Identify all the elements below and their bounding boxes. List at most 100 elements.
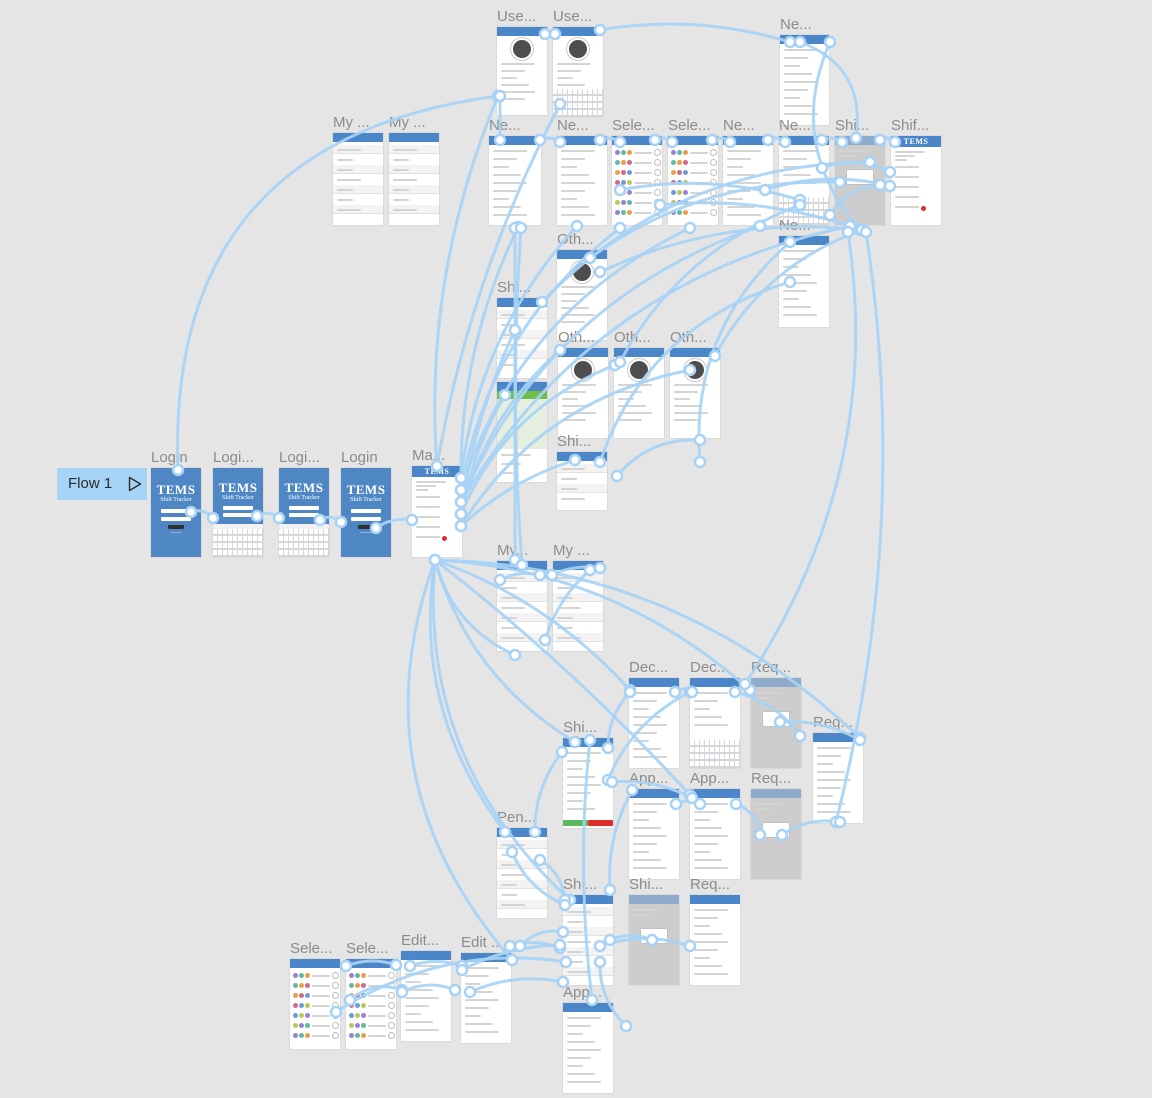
frame-label[interactable]: Edit ... (461, 934, 504, 951)
play-icon[interactable] (128, 476, 142, 492)
frame-label[interactable]: Shi... (563, 719, 598, 736)
map-screen-frame[interactable] (497, 382, 547, 482)
screen-frame[interactable] (835, 136, 885, 225)
frame-label[interactable]: Shi... (497, 279, 532, 296)
frame-label[interactable]: Logi... (279, 449, 320, 466)
screen-frame[interactable] (497, 298, 547, 378)
frame-label[interactable]: Logi... (213, 449, 254, 466)
screen-frame[interactable] (612, 136, 662, 225)
screen-frame[interactable] (558, 348, 608, 438)
screen-frame[interactable] (629, 678, 679, 768)
frame-label[interactable]: Shi... (563, 876, 598, 893)
screen-frame[interactable] (346, 959, 396, 1049)
text-line (567, 971, 591, 973)
frame-label[interactable]: Oth... (614, 329, 651, 346)
screen-frame[interactable] (563, 738, 613, 828)
color-dot (299, 1033, 304, 1038)
frame-label[interactable]: Ne... (779, 117, 811, 134)
screen-frame[interactable] (563, 1003, 613, 1093)
frame-label[interactable]: Shi... (557, 433, 592, 450)
screen-frame[interactable] (290, 959, 340, 1049)
frame-label[interactable]: Req... (813, 714, 854, 731)
screen-frame[interactable] (751, 789, 801, 879)
frame-label[interactable]: Login (151, 449, 188, 466)
frame-label[interactable]: My ... (333, 114, 370, 131)
frame-label[interactable]: Use... (553, 8, 593, 25)
app-header (497, 828, 547, 837)
frame-label[interactable]: Dec... (690, 659, 730, 676)
frame-label[interactable]: My ... (389, 114, 426, 131)
screen-frame[interactable] (563, 895, 613, 985)
frame-label[interactable]: Shif... (891, 117, 930, 134)
frame-label[interactable]: Req... (751, 770, 792, 787)
screen-frame[interactable] (723, 136, 773, 225)
screen-frame[interactable] (489, 136, 541, 225)
frame-label[interactable]: App... (629, 770, 669, 787)
frame-label[interactable]: Sele... (290, 940, 333, 957)
frame-label[interactable]: Shi... (835, 117, 870, 134)
screen-frame[interactable] (557, 136, 607, 225)
frame-label[interactable]: Ne... (779, 217, 811, 234)
frame-label[interactable]: Sele... (346, 940, 389, 957)
frame-label[interactable]: Oth... (670, 329, 707, 346)
screen-frame[interactable] (668, 136, 718, 225)
screen-frame[interactable] (690, 789, 740, 879)
frame-label[interactable]: Login (341, 449, 378, 466)
frame-label[interactable]: Oth... (557, 231, 594, 248)
frame-label[interactable]: App... (563, 984, 603, 1001)
frame-label[interactable]: Use... (497, 8, 537, 25)
frame-label[interactable]: My... (497, 542, 529, 559)
screen-frame[interactable] (690, 678, 740, 768)
frame-label[interactable]: Ne... (557, 117, 589, 134)
frame-label[interactable]: Ne... (489, 117, 521, 134)
screen-frame[interactable] (389, 133, 439, 225)
screen-frame[interactable] (461, 953, 511, 1043)
screen-frame[interactable] (779, 136, 829, 225)
frame-label[interactable]: Sele... (668, 117, 711, 134)
screen-frame[interactable] (629, 789, 679, 879)
radio-icon (655, 170, 660, 175)
text-line (567, 760, 591, 762)
keyboard (279, 529, 329, 557)
screen-frame[interactable] (670, 348, 720, 438)
text-line (783, 306, 811, 308)
frame-label[interactable]: Req... (690, 876, 731, 893)
screen-frame[interactable] (401, 951, 451, 1041)
frame-label[interactable]: App... (690, 770, 730, 787)
flow-start-button[interactable]: Flow 1 (57, 468, 147, 500)
frame-label[interactable]: Pen... (497, 809, 537, 826)
screen-frame[interactable] (553, 27, 603, 117)
screen-frame[interactable]: TEMS (891, 136, 941, 225)
screen-frame[interactable] (553, 561, 603, 651)
frame-label[interactable]: Oth... (558, 329, 595, 346)
frame-label[interactable]: Ne... (780, 16, 812, 33)
frame-label[interactable]: Req... (751, 659, 792, 676)
screen-frame[interactable]: TEMS (412, 466, 462, 557)
screen-frame[interactable] (333, 133, 383, 225)
frame-label[interactable]: Sele... (612, 117, 655, 134)
frame-label[interactable]: My ... (553, 542, 590, 559)
screen-frame[interactable] (779, 236, 829, 327)
screen-frame[interactable] (751, 678, 801, 768)
frame-label[interactable]: Shi... (629, 876, 664, 893)
screen-frame[interactable] (629, 895, 679, 985)
frame-label[interactable]: Dec... (629, 659, 669, 676)
screen-frame[interactable] (557, 250, 607, 340)
screen-frame[interactable] (780, 35, 829, 125)
screen-frame[interactable] (557, 452, 607, 510)
radio-icon (333, 1003, 338, 1008)
frame-label[interactable]: Ne... (723, 117, 755, 134)
screen-frame[interactable] (813, 733, 863, 823)
screen-frame[interactable] (497, 561, 547, 651)
screen-frame[interactable] (497, 27, 547, 115)
screen-frame[interactable] (690, 895, 740, 985)
frame-label[interactable]: Edit... (401, 932, 440, 949)
screen-frame[interactable] (497, 828, 547, 918)
frame-label[interactable]: Ma... (412, 447, 446, 464)
screen-frame[interactable] (614, 348, 664, 438)
